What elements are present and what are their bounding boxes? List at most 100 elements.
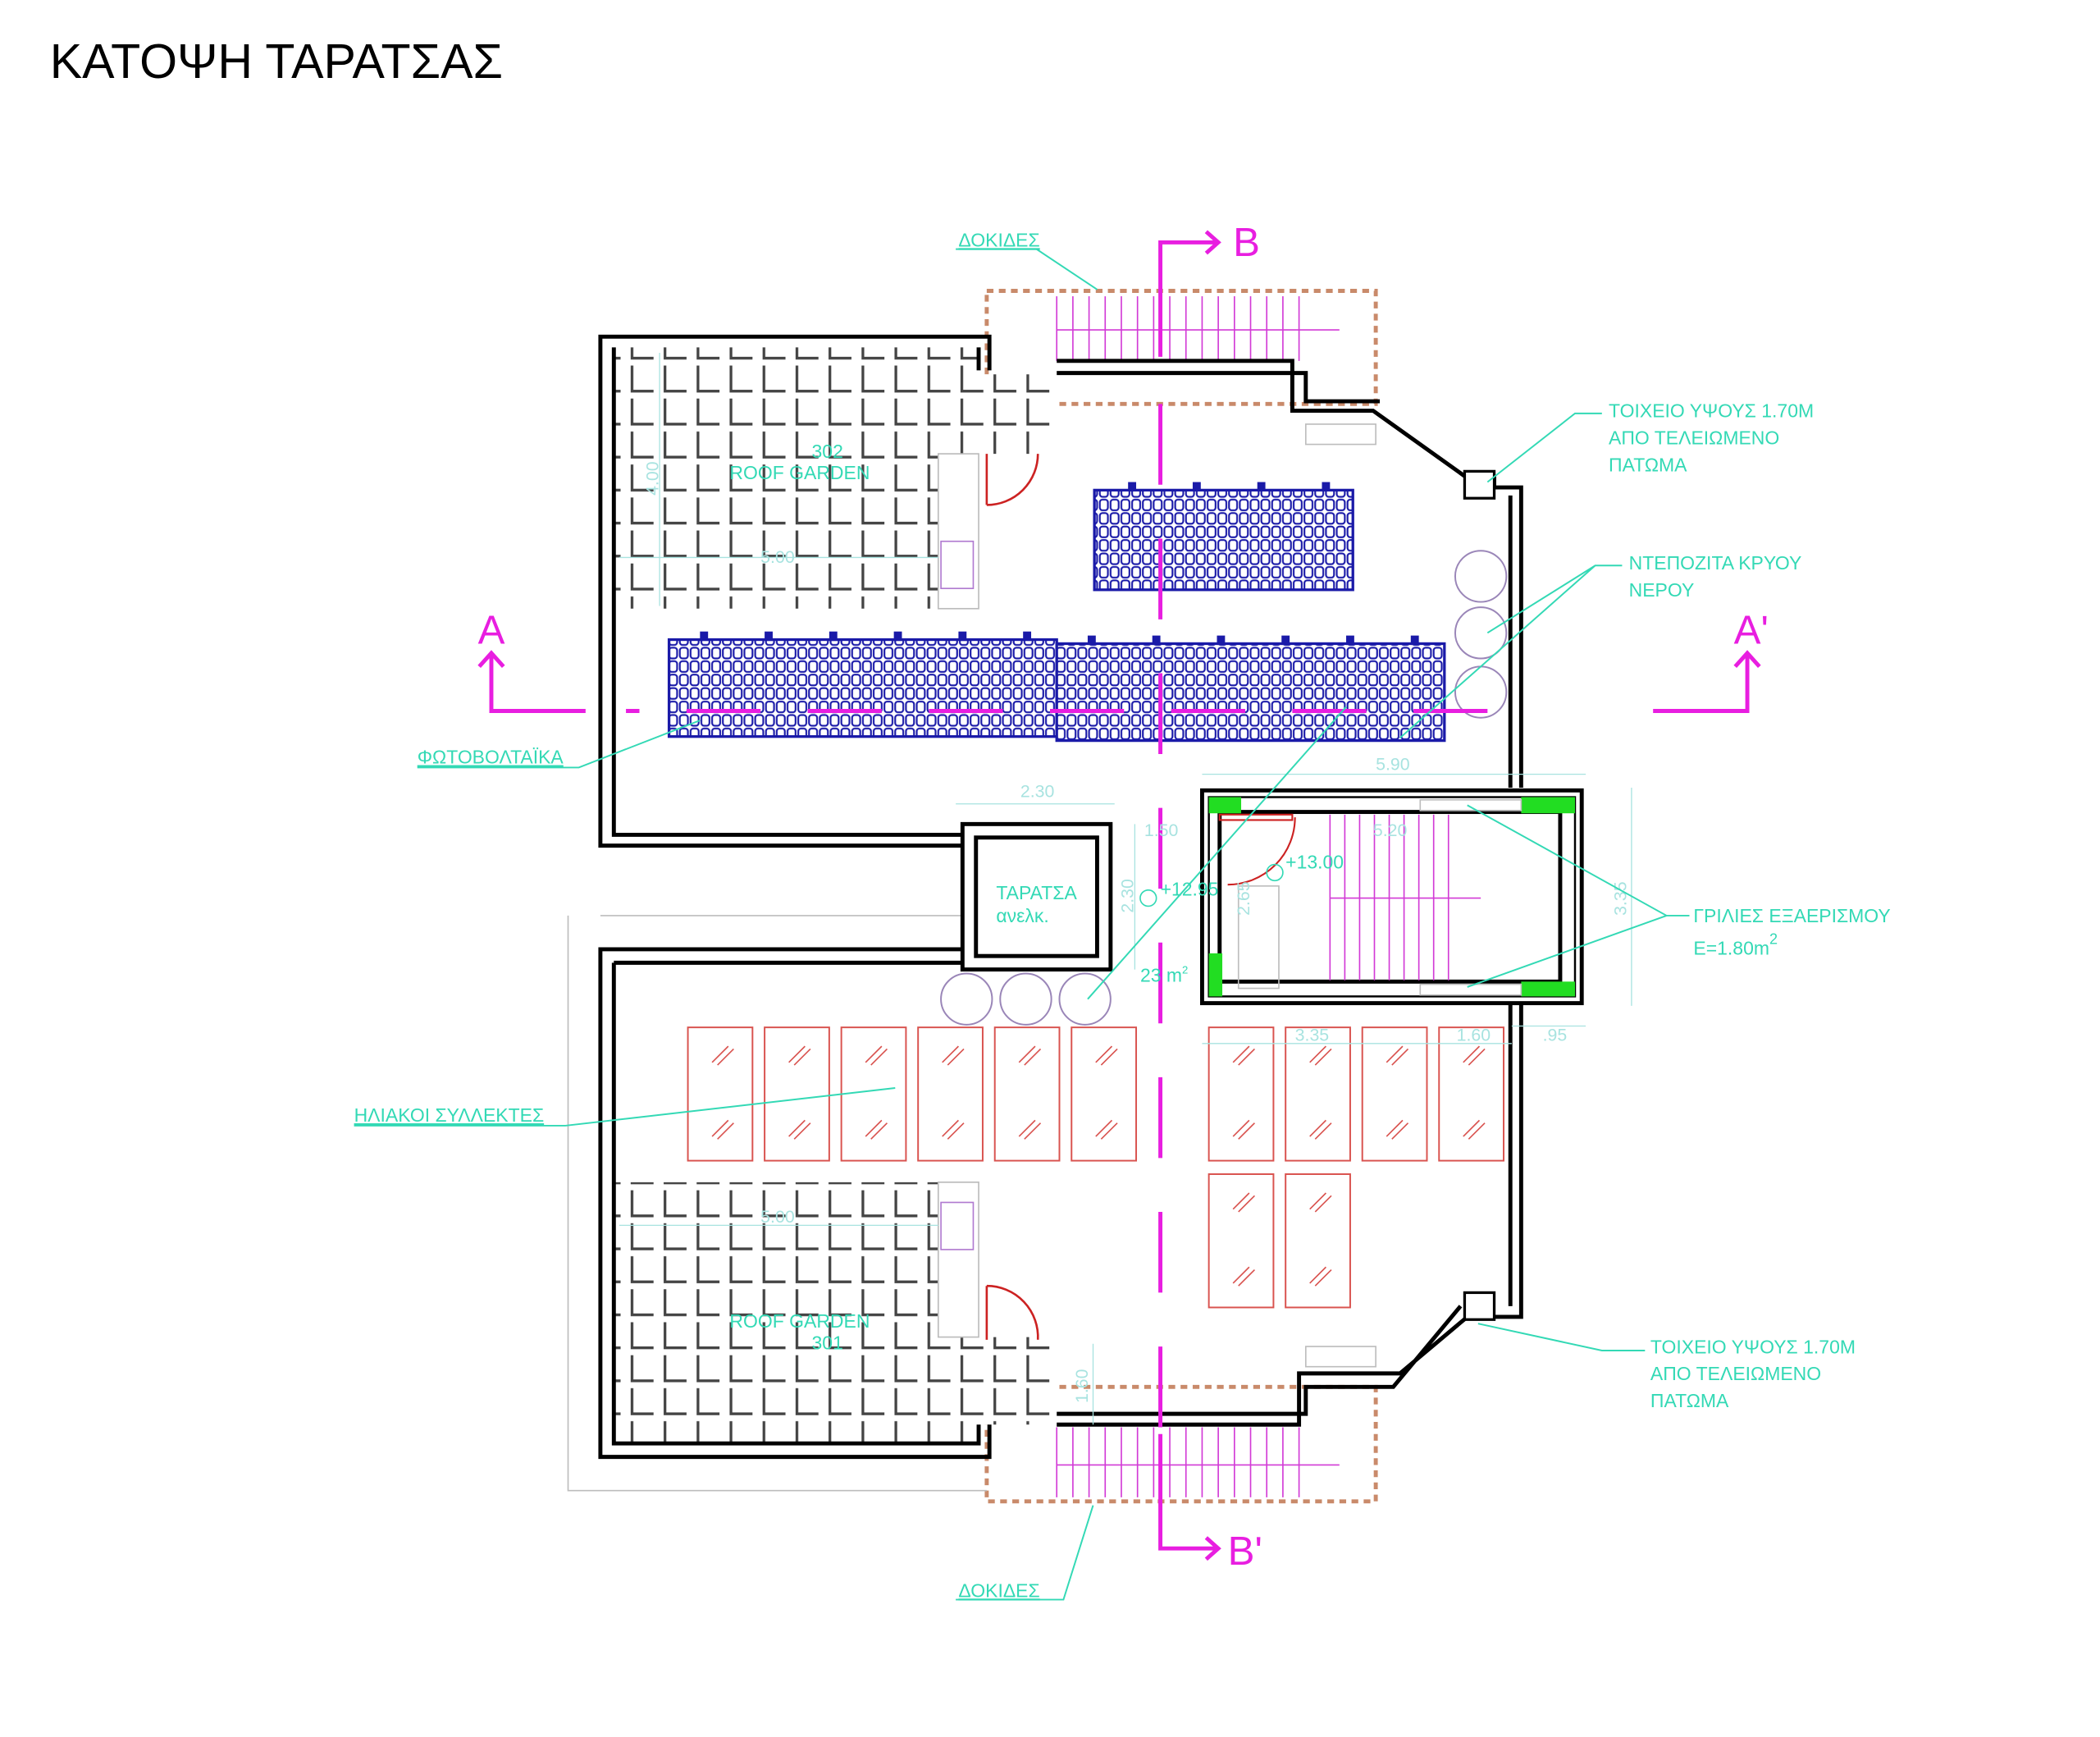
solar-collector (1208, 1173, 1275, 1309)
collector-glass-mark (788, 1045, 811, 1066)
svg-text:ΤΟΙΧΕΙΟ ΥΨΟΥΣ 1.70Μ: ΤΟΙΧΕΙΟ ΥΨΟΥΣ 1.70Μ (1650, 1336, 1856, 1357)
svg-text:ΝΕΡΟΥ: ΝΕΡΟΥ (1629, 579, 1695, 601)
collector-glass-mark (1232, 1045, 1256, 1066)
svg-text:2.30: 2.30 (1118, 879, 1138, 913)
solar-collector (1285, 1173, 1351, 1309)
svg-text:ΦΩΤΟΒΟΛΤΑΪΚΑ: ΦΩΤΟΒΟΛΤΑΪΚΑ (418, 747, 564, 768)
solar-collectors (687, 1026, 1505, 1309)
annotation-labels: ΔΟΚΙΔΕΣ ΔΟΚΙΔΕΣ ΤΟΙΧΕΙΟ ΥΨΟΥΣ 1.70Μ ΑΠΟ … (354, 229, 1891, 1601)
collector-glass-mark (865, 1119, 888, 1140)
section-a-label: A (478, 607, 505, 652)
svg-text:23 m2: 23 m2 (1140, 964, 1188, 986)
svg-text:5.20: 5.20 (1373, 821, 1408, 840)
svg-text:ΤΑΡΑΤΣΑ: ΤΑΡΑΤΣΑ (996, 882, 1077, 903)
vent-grille-top (1419, 798, 1522, 811)
svg-text:4.00: 4.00 (642, 461, 662, 496)
pv-bracket (1192, 482, 1201, 492)
collector-glass-mark (1386, 1119, 1409, 1140)
pv-bracket (893, 631, 902, 642)
room-labels: 302 ROOF GARDEN ROOF GARDEN 301 +12.95 +… (729, 441, 1344, 1353)
collector-glass-mark (942, 1045, 965, 1066)
svg-text:1.50: 1.50 (1144, 821, 1179, 840)
beams-label-bottom: ΔΟΚΙΔΕΣ (958, 1579, 1039, 1601)
section-a-prime-label: A' (1734, 607, 1769, 652)
collector-glass-mark (942, 1119, 965, 1140)
roof-garden-301 (614, 1182, 1057, 1444)
collector-glass-mark (711, 1045, 734, 1066)
vent-grille-bottom (1419, 983, 1522, 996)
svg-text:+13.00: +13.00 (1285, 852, 1344, 873)
collector-glass-mark (1095, 1045, 1118, 1066)
pv-bracket (1217, 635, 1226, 646)
collector-glass-mark (1232, 1119, 1256, 1140)
pv-bracket (1346, 635, 1354, 646)
svg-text:5.00: 5.00 (760, 547, 795, 567)
collector-glass-mark (1463, 1119, 1486, 1140)
pv-bracket (1087, 635, 1096, 646)
section-b-prime-label: B' (1228, 1529, 1262, 1574)
pv-bracket (1023, 631, 1032, 642)
pv-bracket (765, 631, 773, 642)
collector-glass-mark (788, 1119, 811, 1140)
solar-collector (1208, 1026, 1275, 1162)
svg-text:ΑΠΟ ΤΕΛΕΙΩΜΕΝΟ: ΑΠΟ ΤΕΛΕΙΩΜΕΝΟ (1609, 427, 1779, 449)
walls (598, 334, 1523, 1460)
collector-glass-mark (1018, 1045, 1042, 1066)
svg-text:302: 302 (812, 441, 843, 462)
collector-glass-mark (1309, 1045, 1332, 1066)
svg-text:2.65: 2.65 (1234, 881, 1253, 916)
solar-collector (993, 1026, 1061, 1162)
solar-collector (1071, 1026, 1138, 1162)
solar-collector (687, 1026, 754, 1162)
photovoltaic-panels (667, 482, 1446, 743)
pv-bracket (1257, 482, 1266, 492)
svg-text:ανελκ.: ανελκ. (996, 905, 1048, 926)
beams-top (984, 289, 1378, 406)
collector-glass-mark (865, 1045, 888, 1066)
solar-collector (1438, 1026, 1505, 1162)
solar-collector (917, 1026, 984, 1162)
pv-bracket (829, 631, 838, 642)
collector-glass-mark (1309, 1119, 1332, 1140)
pv-bracket (1152, 635, 1161, 646)
stair-core (1199, 788, 1584, 1006)
collector-glass-mark (1232, 1266, 1256, 1287)
pv-bracket (700, 631, 709, 642)
section-b-label: B (1233, 220, 1260, 265)
collector-glass-mark (1386, 1045, 1409, 1066)
beams-label-top: ΔΟΚΙΔΕΣ (958, 229, 1039, 250)
collector-glass-mark (711, 1119, 734, 1140)
svg-text:ΗΛΙΑΚΟΙ ΣΥΛΛΕΚΤΕΣ: ΗΛΙΑΚΟΙ ΣΥΛΛΕΚΤΕΣ (354, 1104, 545, 1126)
svg-text:+12.95: +12.95 (1161, 878, 1219, 899)
svg-text:ΝΤΕΠΟΖΙΤΑ ΚΡΥΟΥ: ΝΤΕΠΟΖΙΤΑ ΚΡΥΟΥ (1629, 552, 1802, 574)
pv-bracket (1410, 635, 1419, 646)
svg-text:301: 301 (812, 1332, 843, 1353)
beams-bottom (984, 1384, 1378, 1504)
collector-glass-mark (1095, 1119, 1118, 1140)
svg-text:5.90: 5.90 (1376, 755, 1410, 775)
section-lines: A A' B B' (477, 220, 1769, 1574)
solar-collector (764, 1026, 830, 1162)
svg-text:1.60: 1.60 (1457, 1026, 1491, 1045)
solar-collector (1285, 1026, 1351, 1162)
pv-bracket (1322, 482, 1331, 492)
pv-bracket (958, 631, 967, 642)
svg-text:ΠΑΤΩΜΑ: ΠΑΤΩΜΑ (1650, 1390, 1729, 1411)
collector-glass-mark (1309, 1192, 1332, 1213)
drawing-title: ΚΑΤΟΨΗ ΤΑΡΑΤΣΑΣ (50, 34, 503, 89)
collector-glass-mark (1309, 1266, 1332, 1287)
lift-shaft: ΤΑΡΑΤΣΑ ανελκ. (960, 821, 1113, 972)
water-tanks (940, 550, 1508, 1026)
svg-text:.95: .95 (1543, 1026, 1568, 1045)
svg-text:ΠΑΤΩΜΑ: ΠΑΤΩΜΑ (1609, 454, 1687, 475)
collector-glass-mark (1232, 1192, 1256, 1213)
collector-glass-mark (1018, 1119, 1042, 1140)
dimension-texts: 2.30 5.90 5.20 1.50 3.35 1.60 .95 5.00 5… (642, 461, 1630, 1403)
collector-glass-mark (1463, 1045, 1486, 1066)
pv-bracket (1281, 635, 1290, 646)
svg-text:ΑΠΟ ΤΕΛΕΙΩΜΕΝΟ: ΑΠΟ ΤΕΛΕΙΩΜΕΝΟ (1650, 1363, 1821, 1384)
svg-text:ROOF GARDEN: ROOF GARDEN (729, 462, 870, 483)
svg-text:2.30: 2.30 (1020, 782, 1055, 802)
svg-text:3.35: 3.35 (1295, 1026, 1330, 1045)
svg-text:Ε=1.80m2: Ε=1.80m2 (1693, 930, 1778, 958)
